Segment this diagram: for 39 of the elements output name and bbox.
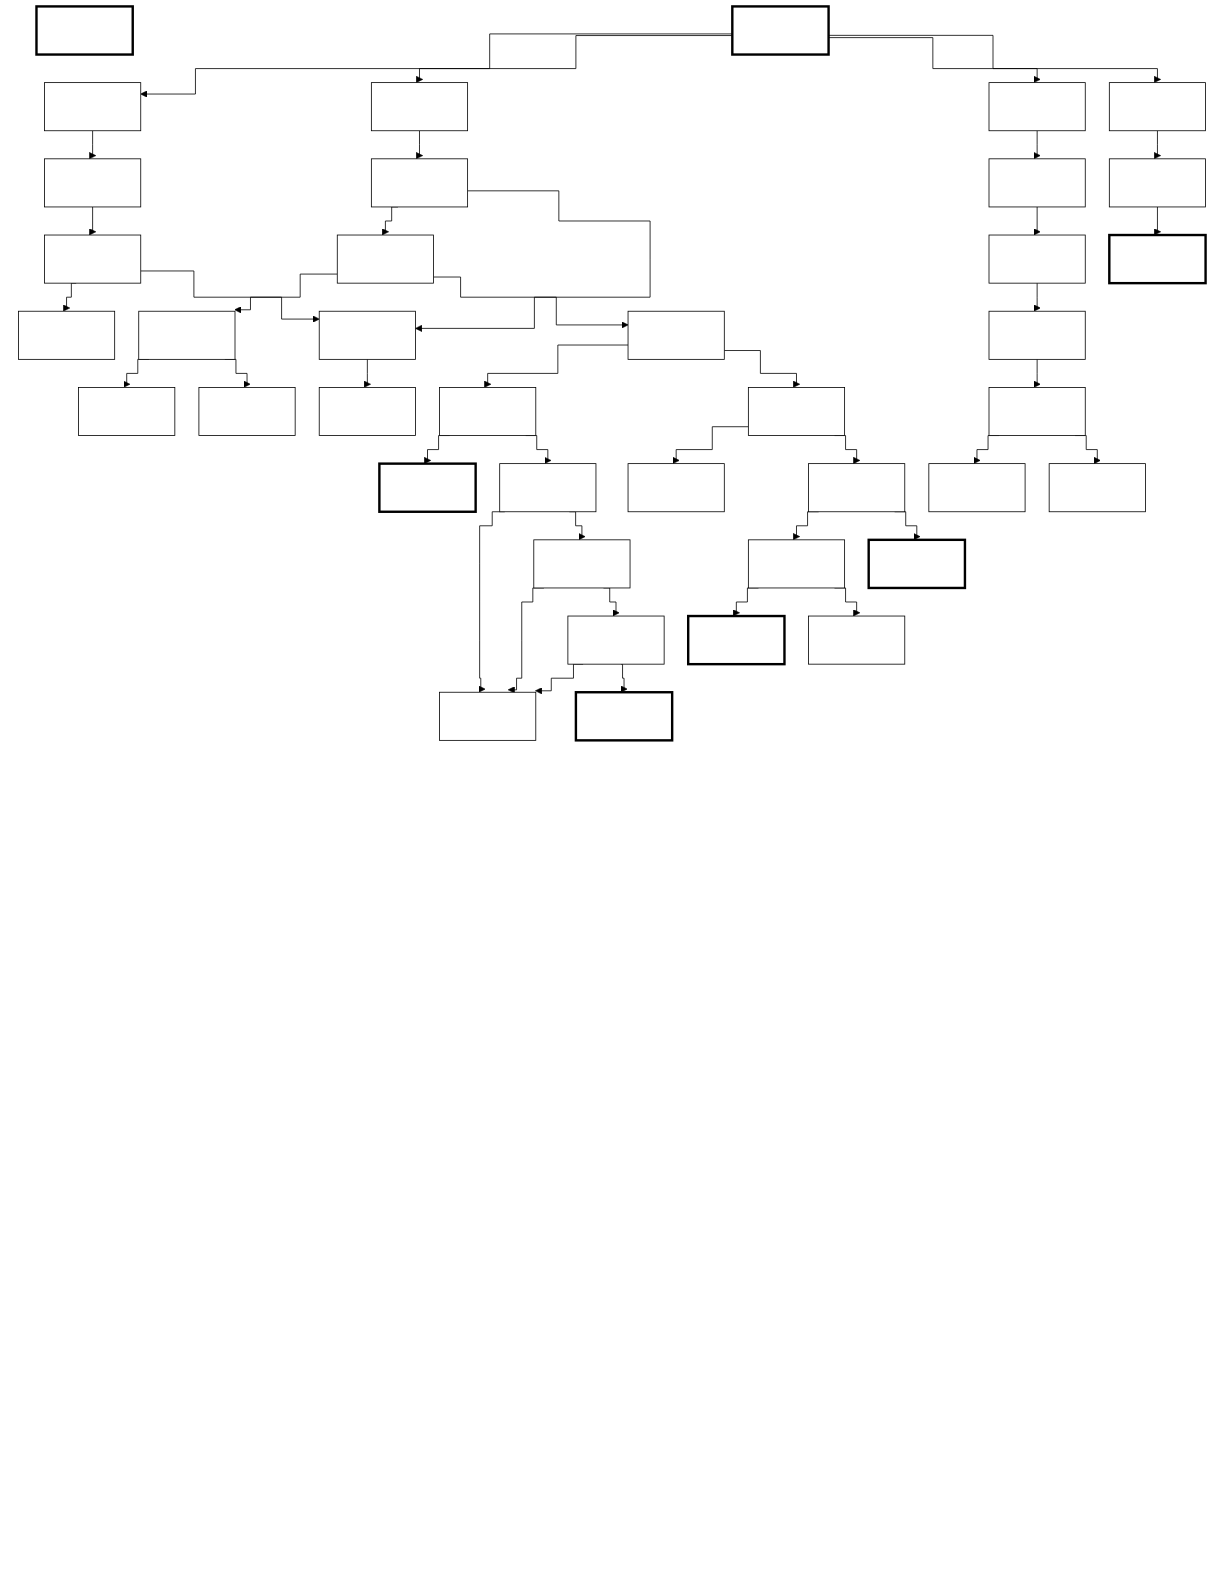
node-box: [35, 5, 134, 56]
node-box: [567, 615, 665, 665]
node-box: [370, 158, 468, 208]
node-box: [318, 310, 416, 360]
node-box: [18, 310, 116, 360]
node-box: [439, 691, 537, 741]
node-box: [731, 5, 830, 56]
node-box: [747, 539, 845, 589]
node-box: [533, 539, 631, 589]
node-box: [198, 387, 296, 436]
node-box: [336, 234, 434, 284]
node-box: [988, 387, 1086, 436]
node-box: [370, 82, 468, 132]
node-box: [439, 387, 537, 436]
node-box: [627, 463, 725, 513]
node-box: [1048, 463, 1146, 513]
node-box: [574, 691, 674, 742]
node-box: [44, 82, 142, 132]
node-box: [44, 158, 142, 208]
node-box: [378, 462, 477, 513]
node-box: [138, 310, 236, 360]
node-box: [808, 463, 906, 513]
node-box: [928, 463, 1026, 513]
node-box: [867, 538, 967, 590]
node-box: [318, 387, 416, 436]
node-box: [988, 158, 1086, 208]
node-box: [988, 234, 1086, 284]
node-box: [1108, 233, 1207, 285]
node-box: [687, 614, 786, 666]
node-box: [78, 387, 176, 436]
node-box: [627, 310, 725, 360]
node-box: [1108, 158, 1206, 208]
node-box: [988, 310, 1086, 360]
node-box: [747, 387, 845, 436]
node-box: [1108, 82, 1206, 132]
node-box: [988, 82, 1086, 132]
node-box: [808, 615, 906, 665]
node-box: [44, 234, 142, 284]
node-box: [499, 463, 597, 513]
